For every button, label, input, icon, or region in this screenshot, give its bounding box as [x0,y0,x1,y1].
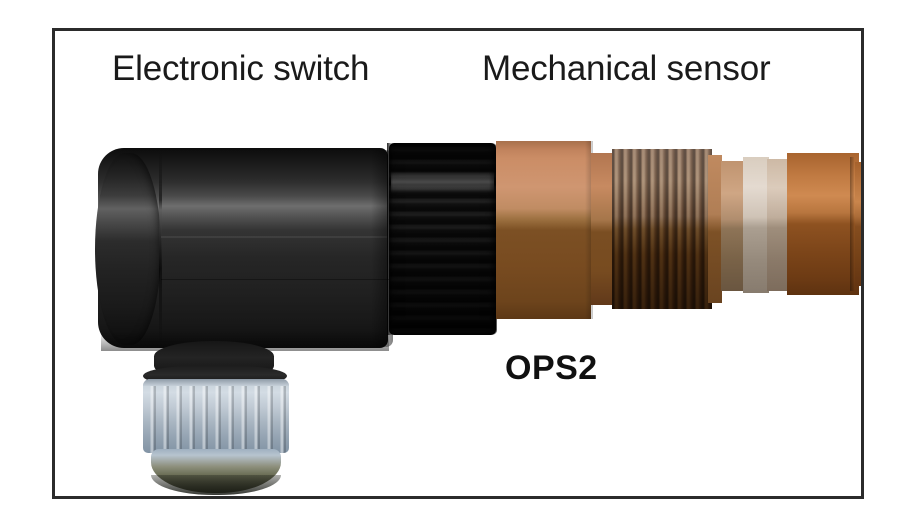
knurled-nut-highlight [391,171,494,193]
sensor-band-beige-outer [743,157,769,293]
brass-hex-body [496,141,591,319]
threaded-section-end-ring [708,155,722,303]
product-photo-ops2-pressure-switch [55,31,861,496]
knurled-coupling-nut [389,143,496,335]
brass-collar [591,153,613,305]
label-part-number-ops2: OPS2 [505,349,598,387]
figure-frame: Electronic switch Mechanical sensor OPS2 [52,28,864,499]
sensor-band-beige-inner [767,159,789,291]
electronic-switch-seam-upper [161,236,389,238]
electronic-switch-cap-seam [159,151,162,347]
cable-gland-top-edge [143,379,289,386]
threaded-section [612,149,712,309]
copper-tip-step-one [855,162,861,286]
threaded-section-shading [612,149,712,309]
copper-barrel-groove [850,157,854,291]
brass-hex-right-edge [585,141,593,319]
brass-hex-top-facet [496,141,591,150]
electronic-switch-seam-lower [161,279,389,280]
knurled-nut-right-edge [489,143,497,335]
label-electronic-switch: Electronic switch [112,49,370,88]
copper-barrel [787,153,859,295]
cable-gland-body [143,379,289,453]
cable-gland-nut-shadow [151,475,281,495]
label-mechanical-sensor: Mechanical sensor [482,49,771,88]
sensor-band-copper [721,161,745,291]
knurled-nut-left-edge [387,143,393,335]
electronic-switch-end-cap [95,153,161,345]
